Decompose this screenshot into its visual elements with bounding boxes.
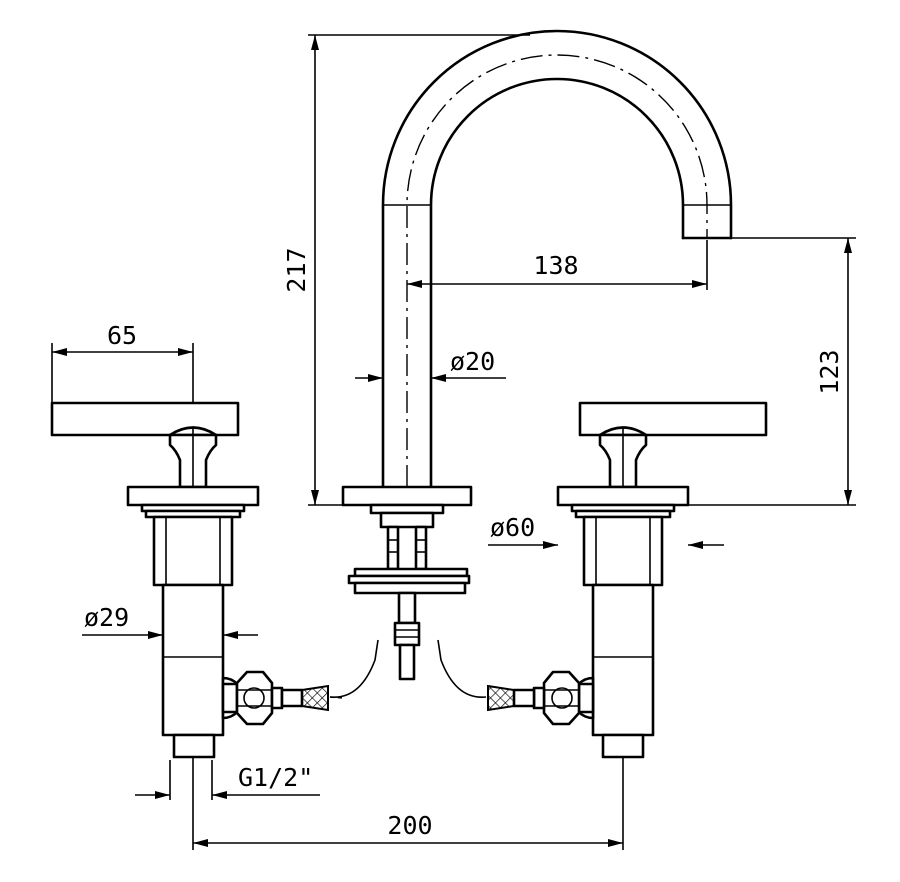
spout-centerline — [406, 54, 708, 487]
right-valve — [437, 401, 768, 759]
right-body — [591, 583, 655, 737]
dimension-dia20: ø20 — [355, 347, 506, 382]
dimension-200-label: 200 — [387, 811, 432, 840]
dimension-123: 123 — [688, 237, 856, 506]
dimension-dia29: ø29 — [82, 603, 258, 639]
spout-assembly — [341, 29, 733, 681]
dimension-dia60-label: ø60 — [490, 513, 535, 542]
dimension-dia29-label: ø29 — [84, 603, 129, 632]
left-body — [161, 583, 225, 737]
left-flange — [126, 485, 260, 507]
left-handle-lever — [50, 401, 240, 437]
dimension-138: 138 — [407, 240, 708, 290]
dimension-thread: G1/2" — [135, 760, 320, 800]
dimension-dia60: ø60 — [488, 513, 724, 549]
right-flange — [556, 485, 690, 507]
dimension-123-label: 123 — [815, 349, 844, 394]
spout-flange — [341, 485, 473, 507]
dimension-217-label: 217 — [282, 247, 311, 292]
left-valve — [50, 401, 379, 759]
dimension-217: 217 — [282, 34, 530, 506]
dimension-138-label: 138 — [533, 251, 578, 280]
spout-outer — [381, 29, 733, 489]
spout-inner — [429, 77, 685, 489]
dimension-dia20-label: ø20 — [450, 347, 495, 376]
dimension-thread-label: G1/2" — [238, 763, 313, 792]
dimension-65: 65 — [51, 321, 194, 403]
dimension-65-label: 65 — [107, 321, 137, 350]
dimension-200: 200 — [192, 757, 624, 850]
